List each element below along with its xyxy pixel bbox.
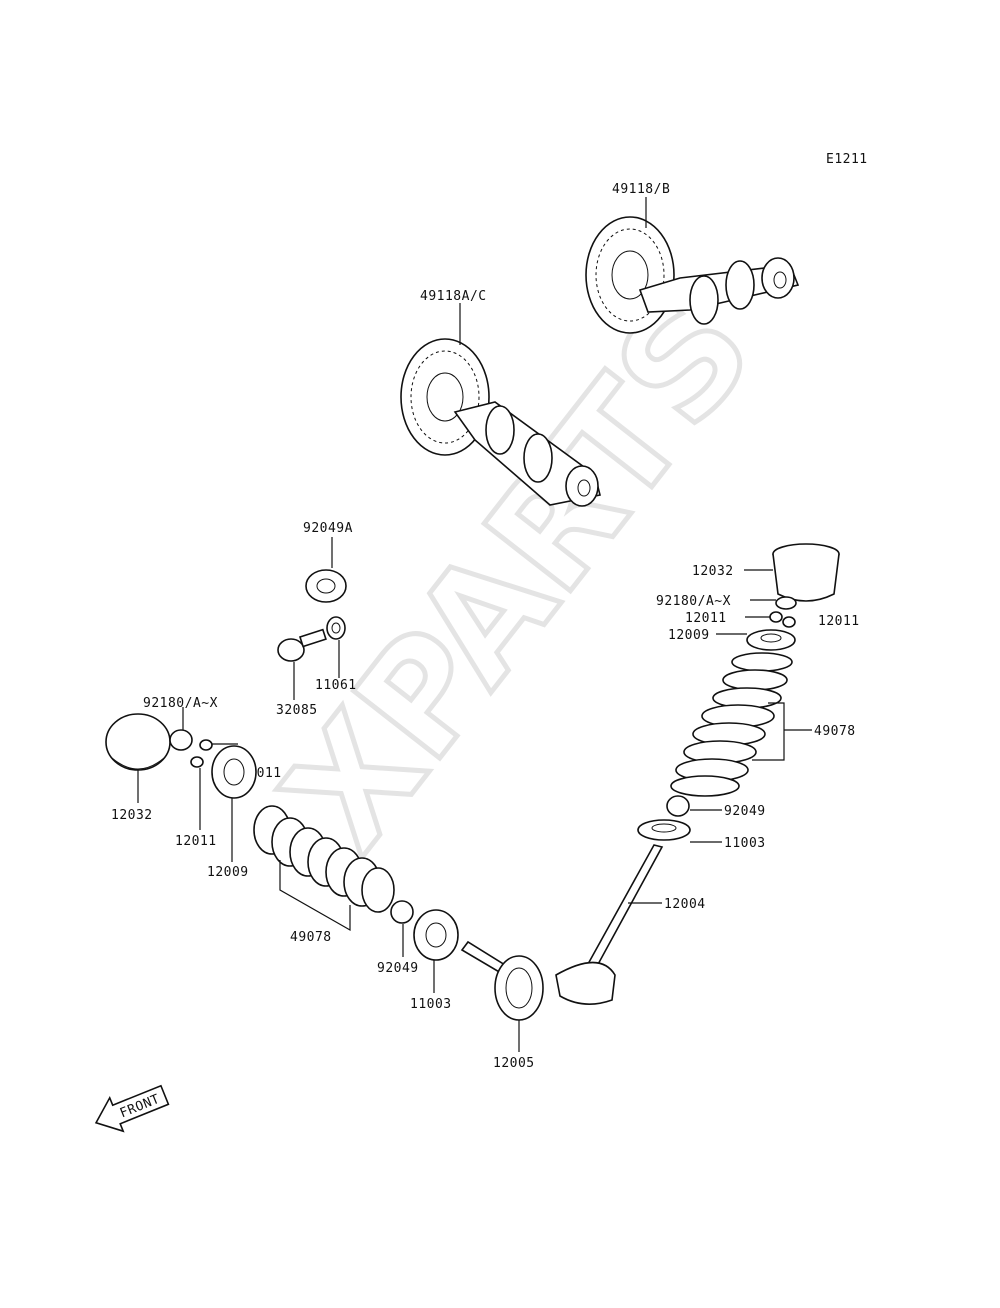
label-12009-right: 12009 [668,628,710,643]
label-92049-left: 92049 [377,961,419,976]
lifter-left-12032 [105,713,171,771]
label-49118a-c: 49118A/C [420,289,487,304]
cotters-right-12011 [769,611,796,628]
label-12011-left-b: 12011 [175,834,217,849]
camshaft-b [585,216,800,334]
shim-right-92180 [775,596,797,610]
label-32085: 32085 [276,703,318,718]
front-arrow-icon: FRONT [94,1084,170,1133]
label-49078-right: 49078 [814,724,856,739]
camshaft-ac [400,338,601,507]
spring-right-49078 [670,652,793,797]
label-49118-b: 49118/B [612,182,670,197]
seal-right-92049 [666,795,690,817]
retainer-right-12009 [746,629,796,651]
washer-11061 [326,616,346,640]
label-11003-right: 11003 [724,836,766,851]
shim-left-92180 [169,729,193,751]
label-49078-left: 49078 [290,930,332,945]
seat-left-11003 [413,909,459,961]
label-12004: 12004 [664,897,706,912]
label-92049a: 92049A [303,521,353,536]
label-11003-left: 11003 [410,997,452,1012]
valve-intake-12004 [555,844,664,1005]
label-12032-right: 12032 [692,564,734,579]
label-12005: 12005 [493,1056,535,1071]
cotters-left-12011 [190,739,213,768]
spring-left-49078 [253,805,395,913]
lifter-right-12032 [772,543,840,602]
label-92180-left: 92180/A~X [143,696,218,711]
valve-exhaust-12005 [460,940,544,1021]
label-92180-right: 92180/A~X [656,594,731,609]
label-12009-left: 12009 [207,865,249,880]
label-12011-right-a: 12011 [685,611,727,626]
diagram-code: E1211 [826,152,868,167]
label-11061: 11061 [315,678,357,693]
bolt-32085 [277,628,327,662]
label-12032-left: 12032 [111,808,153,823]
oil-seal-92049a [305,569,347,603]
label-12011-right-b: 12011 [818,614,860,629]
seat-right-11003 [637,819,691,841]
seal-left-92049 [390,900,414,924]
label-92049-right: 92049 [724,804,766,819]
retainer-left-12009 [211,745,257,799]
